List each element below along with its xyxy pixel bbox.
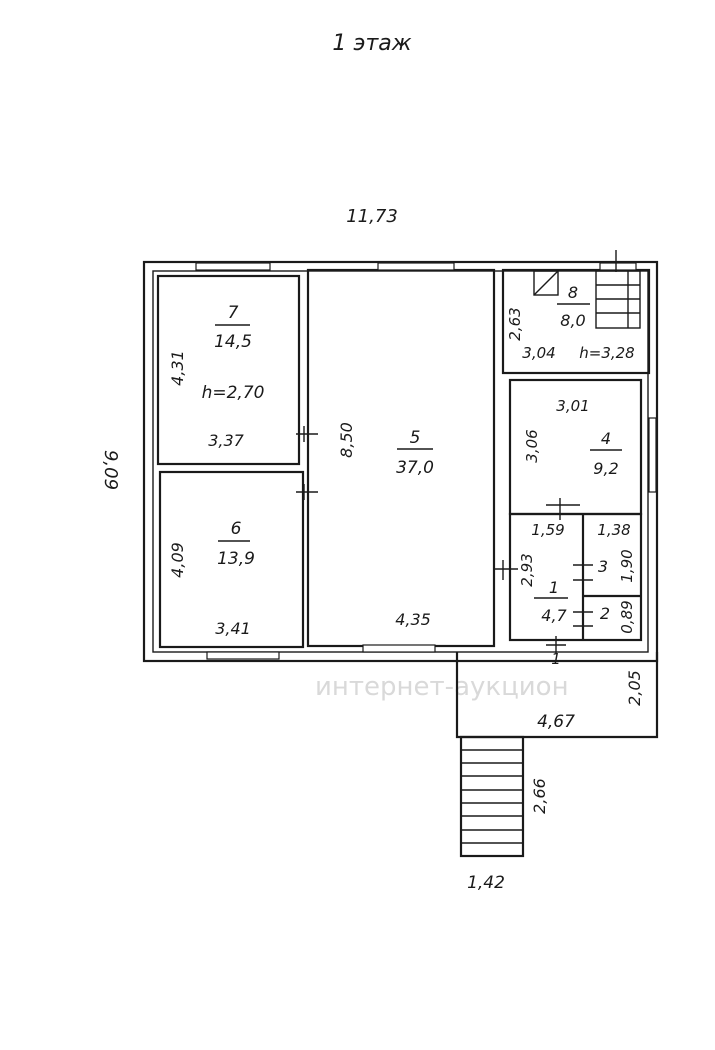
- floor-title: 1 этаж: [332, 31, 411, 56]
- room-5-area: 37,0: [396, 458, 434, 478]
- room-8-outline: [501, 268, 651, 375]
- porch-depth-label: 2,05: [625, 670, 644, 706]
- room-4-number: 4: [601, 429, 611, 448]
- watermark-text: интернет-аукцион: [315, 672, 569, 702]
- room-1-number: 1: [549, 578, 559, 597]
- room-7-depth: 4,31: [168, 350, 187, 386]
- room-7-area: 14,5: [214, 332, 252, 352]
- room-8-area: 8,0: [560, 311, 585, 330]
- room-6-width: 3,41: [215, 619, 251, 638]
- room-5-number: 5: [410, 428, 421, 448]
- room-1-below-label: 1: [551, 650, 561, 668]
- overall-depth-label: 9,09: [100, 450, 121, 490]
- room-4-area: 9,2: [593, 459, 618, 478]
- room-6-number: 6: [231, 519, 242, 539]
- room-3-depth: 1,90: [618, 549, 636, 582]
- room-1-width: 1,59: [531, 521, 564, 539]
- overall-width-label: 11,73: [346, 206, 398, 227]
- room-7-width: 3,37: [208, 431, 244, 450]
- room-3-number: 3: [598, 557, 608, 576]
- room-4-depth: 3,06: [523, 429, 541, 462]
- room-2-depth: 0,89: [618, 600, 636, 633]
- stairs-width-label: 1,42: [467, 873, 505, 893]
- room-5-width: 4,35: [395, 610, 431, 629]
- porch-width-label: 4,67: [537, 712, 575, 732]
- room-7-number: 7: [228, 303, 239, 323]
- room-8-fixtures: [533, 270, 641, 329]
- room-6-area: 13,9: [217, 549, 255, 569]
- room-4-width: 3,01: [556, 397, 589, 415]
- room-7-height: h=2,70: [202, 383, 265, 403]
- porch: [455, 652, 659, 739]
- room-8-height: h=3,28: [579, 344, 634, 362]
- room-8-width: 3,04: [522, 344, 555, 362]
- room-8-number: 8: [568, 283, 578, 302]
- room-7-outline: [156, 274, 301, 466]
- room-2-number: 2: [600, 604, 610, 623]
- room-6-outline: [158, 470, 305, 649]
- room-1-depth: 2,93: [518, 553, 536, 586]
- room-8-depth: 2,63: [506, 307, 524, 340]
- room-6-depth: 4,09: [168, 542, 187, 578]
- stairs: [459, 735, 525, 858]
- windows: [195, 262, 657, 660]
- door-marks: [296, 250, 628, 654]
- room-5-depth: 8,50: [337, 422, 356, 458]
- room-1-outline: [508, 512, 643, 642]
- room-1-area: 4,7: [541, 606, 567, 625]
- room-3-width: 1,38: [597, 521, 630, 539]
- stairs-length-label: 2,66: [530, 778, 549, 814]
- fraction-bars: [215, 303, 622, 599]
